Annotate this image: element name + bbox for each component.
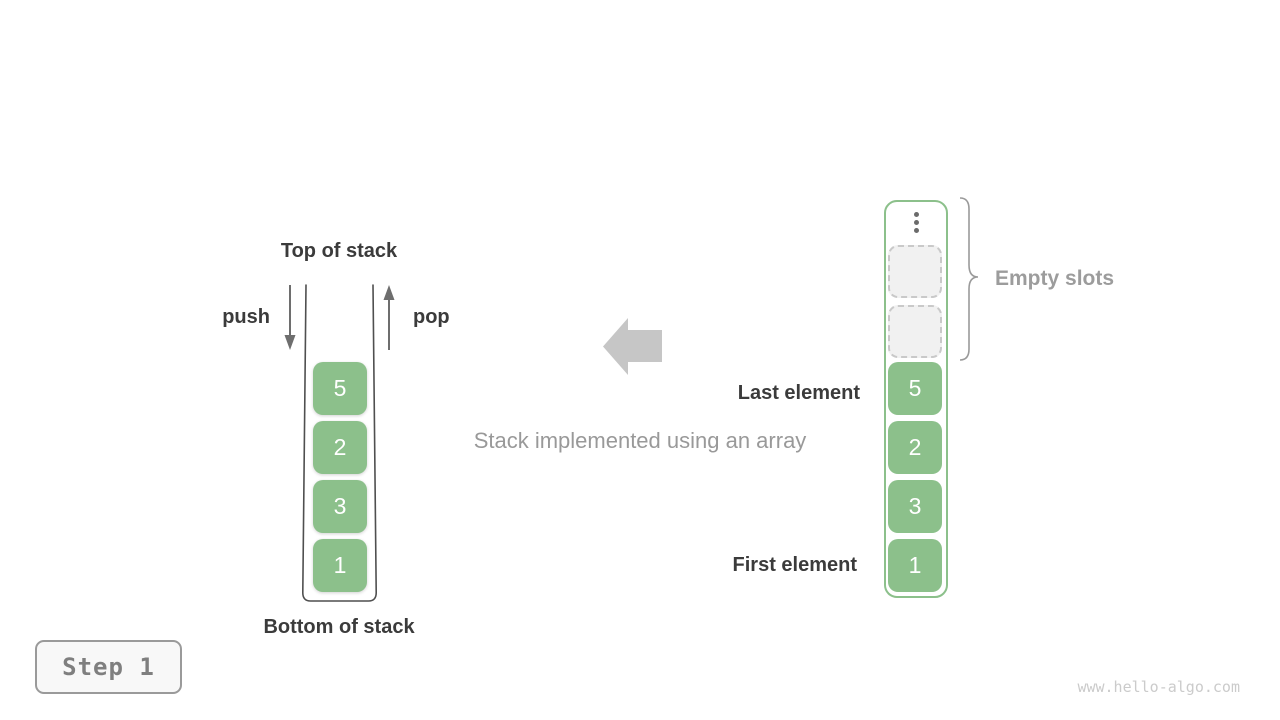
top-of-stack-label: Top of stack — [280, 240, 398, 262]
watermark: www.hello-algo.com — [1077, 678, 1240, 696]
pop-label: pop — [413, 306, 450, 328]
empty-slots-label: Empty slots — [995, 267, 1115, 290]
array-item: 2 — [888, 421, 942, 474]
stack-container-outline-icon — [301, 284, 378, 602]
curly-brace-icon — [959, 197, 979, 361]
empty-slot — [888, 305, 942, 358]
array-item: 5 — [888, 362, 942, 415]
ellipsis-dots-icon — [905, 212, 927, 233]
bottom-of-stack-label: Bottom of stack — [263, 616, 415, 638]
stack-item: 3 — [313, 480, 367, 533]
stack-item: 5 — [313, 362, 367, 415]
array-item: 1 — [888, 539, 942, 592]
stack-item: 1 — [313, 539, 367, 592]
pop-up-arrow-icon — [383, 285, 395, 350]
empty-slot — [888, 245, 942, 298]
left-block-arrow-icon — [603, 318, 662, 375]
stack-item: 2 — [313, 421, 367, 474]
diagram-caption: Stack implemented using an array — [473, 428, 807, 453]
first-element-label: First element — [732, 554, 857, 576]
push-down-arrow-icon — [284, 285, 296, 350]
last-element-label: Last element — [737, 382, 860, 404]
array-item: 3 — [888, 480, 942, 533]
step-badge: Step 1 — [35, 640, 182, 694]
push-label: push — [222, 306, 270, 328]
